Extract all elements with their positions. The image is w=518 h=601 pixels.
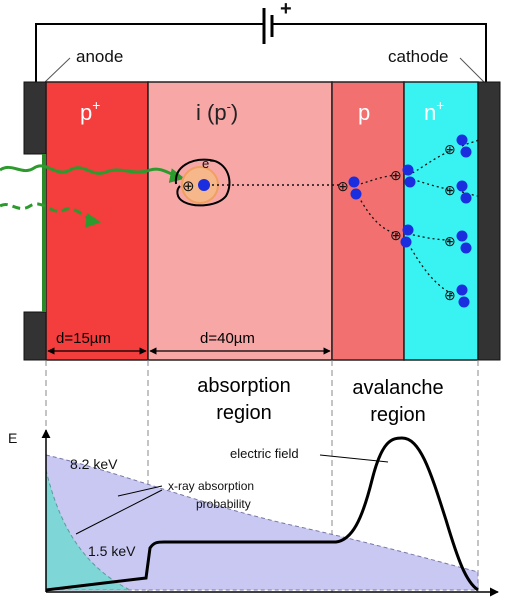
- anode-contact-bottom: [23, 311, 47, 361]
- absorption-region-line2: region: [216, 402, 272, 424]
- branch-8: [461, 191, 479, 197]
- anode-leader-line: [44, 57, 71, 83]
- electron-dot: [460, 146, 472, 158]
- anode-label: anode: [76, 47, 123, 66]
- hole-symbol: ⊕: [444, 233, 456, 249]
- electron-dot: [404, 176, 416, 188]
- xray-leader-low: [75, 489, 163, 535]
- xray-photon-incoming: [0, 202, 101, 228]
- avalanche-carriers: ⊕ ⊕ ⊕ ⊕ ⊕ ⊕ ⊕: [337, 134, 472, 308]
- label-n-plus: n+: [424, 97, 444, 125]
- electron-dot: [460, 242, 472, 254]
- y-axis-label: E: [8, 430, 17, 446]
- hole-symbol: ⊕: [337, 178, 349, 194]
- xray-label-line2: probability: [196, 497, 251, 511]
- label-p-plus: p+: [80, 97, 100, 125]
- absorption-8-2kev-area: [45, 454, 479, 591]
- branch-4: [407, 177, 453, 191]
- electron-dot: [458, 296, 470, 308]
- battery-plus-sign: +: [280, 0, 292, 20]
- generation-circle-mark: [174, 158, 231, 207]
- electron-dot: [456, 180, 468, 192]
- electron-dot: [402, 164, 414, 176]
- energy-low-label: 1.5 keV: [88, 543, 136, 559]
- hole-symbol: ⊕: [444, 287, 456, 303]
- absorption-region-line1: absorption: [197, 375, 290, 397]
- electric-field-curve: [45, 436, 479, 592]
- avalanche-region-line2: region: [370, 404, 426, 426]
- electron-dot: [400, 236, 412, 248]
- electric-field-label: electric field: [230, 446, 299, 461]
- layer-p-plus: [45, 81, 149, 361]
- cathode-contact: [477, 81, 501, 361]
- electron-dot: [348, 176, 360, 188]
- layer-p: [331, 81, 405, 361]
- electron-dot: [456, 134, 468, 146]
- electron-dot: [350, 188, 362, 200]
- field-and-absorption-graph: E electric field 8.2 keV 1.5 keV x-ray a…: [8, 429, 499, 597]
- layer-intrinsic: [147, 81, 333, 361]
- xray-label-line1: x-ray absorption: [168, 479, 254, 493]
- hole-symbol: ⊕: [444, 141, 456, 157]
- intrinsic-thickness-label: d=40µm: [200, 330, 255, 347]
- energy-high-label: 8.2 keV: [70, 456, 118, 472]
- cathode-label: cathode: [388, 47, 449, 66]
- hole-symbol-generated: ⊕: [182, 178, 195, 195]
- label-p: p: [358, 100, 370, 125]
- cathode-leader-line: [459, 57, 485, 83]
- bias-circuit: +: [35, 0, 487, 82]
- absorption-1-5kev-area: [45, 469, 131, 591]
- layer-n-plus: [403, 81, 479, 361]
- branch-3: [407, 149, 453, 176]
- device-stack: [23, 81, 501, 361]
- avalanche-region-line1: avalanche: [352, 377, 443, 399]
- hole-symbol: ⊕: [390, 227, 402, 243]
- label-intrinsic: i (p-): [196, 99, 238, 125]
- electron-generated: [198, 179, 210, 191]
- entrance-window: [42, 154, 46, 312]
- hole-symbol: ⊕: [390, 167, 402, 183]
- electron-dot: [456, 230, 468, 242]
- electron-dot: [456, 284, 468, 296]
- p-plus-thickness-label: d=15µm: [56, 330, 111, 347]
- p-plus-dimension: d=15µm: [47, 330, 147, 355]
- branch-5: [407, 233, 453, 241]
- xray-leader-high: [117, 485, 163, 497]
- intrinsic-dimension: d=40µm: [149, 330, 331, 355]
- branch-1: [355, 174, 399, 186]
- electron-symbol: e⁻: [202, 156, 216, 171]
- hole-symbol: ⊕: [444, 182, 456, 198]
- anode-contact-top: [23, 81, 47, 155]
- xray-photon-absorbed: [0, 164, 185, 183]
- electron-dot: [460, 192, 472, 204]
- electric-field-leader: [319, 454, 389, 463]
- electron-dot: [402, 224, 414, 236]
